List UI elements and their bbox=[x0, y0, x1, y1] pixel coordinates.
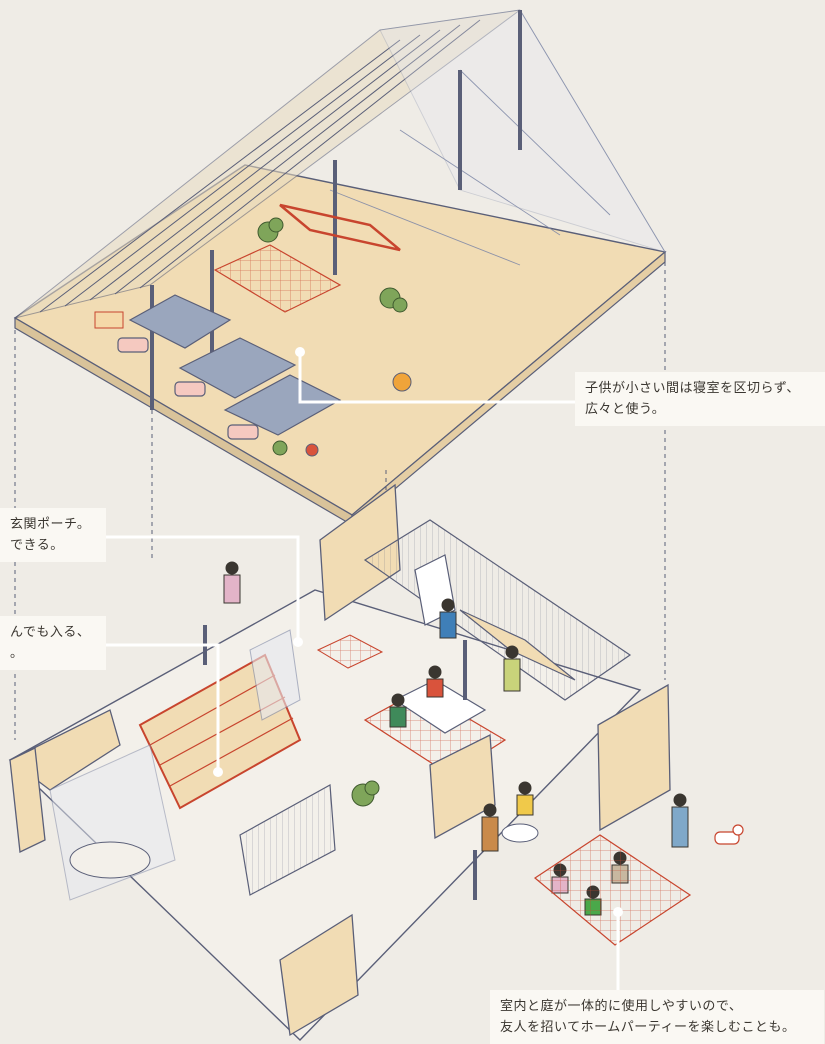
callout-storage: んでも入る、 。 bbox=[0, 616, 106, 670]
attic-posts bbox=[150, 10, 522, 410]
callout-storage-line2: 。 bbox=[10, 646, 24, 661]
callout-garden-line2: 友人を招いてホームパーティーを楽しむことも。 bbox=[500, 1020, 796, 1035]
callout-porch: 玄関ポーチ。 できる。 bbox=[0, 508, 106, 562]
toy-ball bbox=[305, 443, 319, 457]
cushion bbox=[392, 372, 412, 392]
patio-table bbox=[501, 823, 539, 843]
wall-entry-glass bbox=[249, 629, 301, 721]
wall-front-slats bbox=[239, 784, 336, 896]
callout-attic-line1: 子供が小さい間は寝室を区切らず、 bbox=[585, 381, 800, 396]
leader-lines bbox=[105, 352, 620, 990]
plant-icon bbox=[351, 780, 380, 807]
wall-front-center bbox=[279, 913, 359, 1037]
callout-garden: 室内と庭が一体的に使用しやすいので、 友人を招いてホームパーティーを楽しむことも… bbox=[490, 990, 824, 1044]
play-rug bbox=[213, 244, 342, 313]
wall-right-end bbox=[597, 683, 671, 832]
bathtub bbox=[69, 841, 151, 879]
picnic-rug bbox=[533, 834, 692, 946]
callout-porch-line2: できる。 bbox=[10, 538, 64, 553]
dog-icon bbox=[714, 824, 744, 845]
callout-garden-line1: 室内と庭が一体的に使用しやすいので、 bbox=[500, 999, 743, 1014]
kitchen-counter bbox=[459, 609, 576, 681]
low-shelf bbox=[94, 311, 124, 329]
wall-front-left bbox=[9, 747, 46, 853]
wall-mid-right bbox=[429, 733, 496, 840]
plant-icon bbox=[257, 217, 408, 456]
bench-frame bbox=[279, 203, 401, 252]
callout-attic: 子供が小さい間は寝室を区切らず、 広々と使う。 bbox=[575, 372, 825, 426]
roof-rafters bbox=[14, 9, 521, 319]
attic-level bbox=[13, 9, 667, 527]
callout-porch-line1: 玄関ポーチ。 bbox=[10, 517, 91, 532]
dining-table bbox=[393, 679, 487, 734]
callout-attic-line2: 広々と使う。 bbox=[585, 402, 666, 417]
ground-level bbox=[8, 483, 744, 1041]
futons bbox=[117, 294, 342, 440]
callout-storage-line1: んでも入る、 bbox=[10, 625, 91, 640]
porch-mat bbox=[316, 634, 384, 669]
